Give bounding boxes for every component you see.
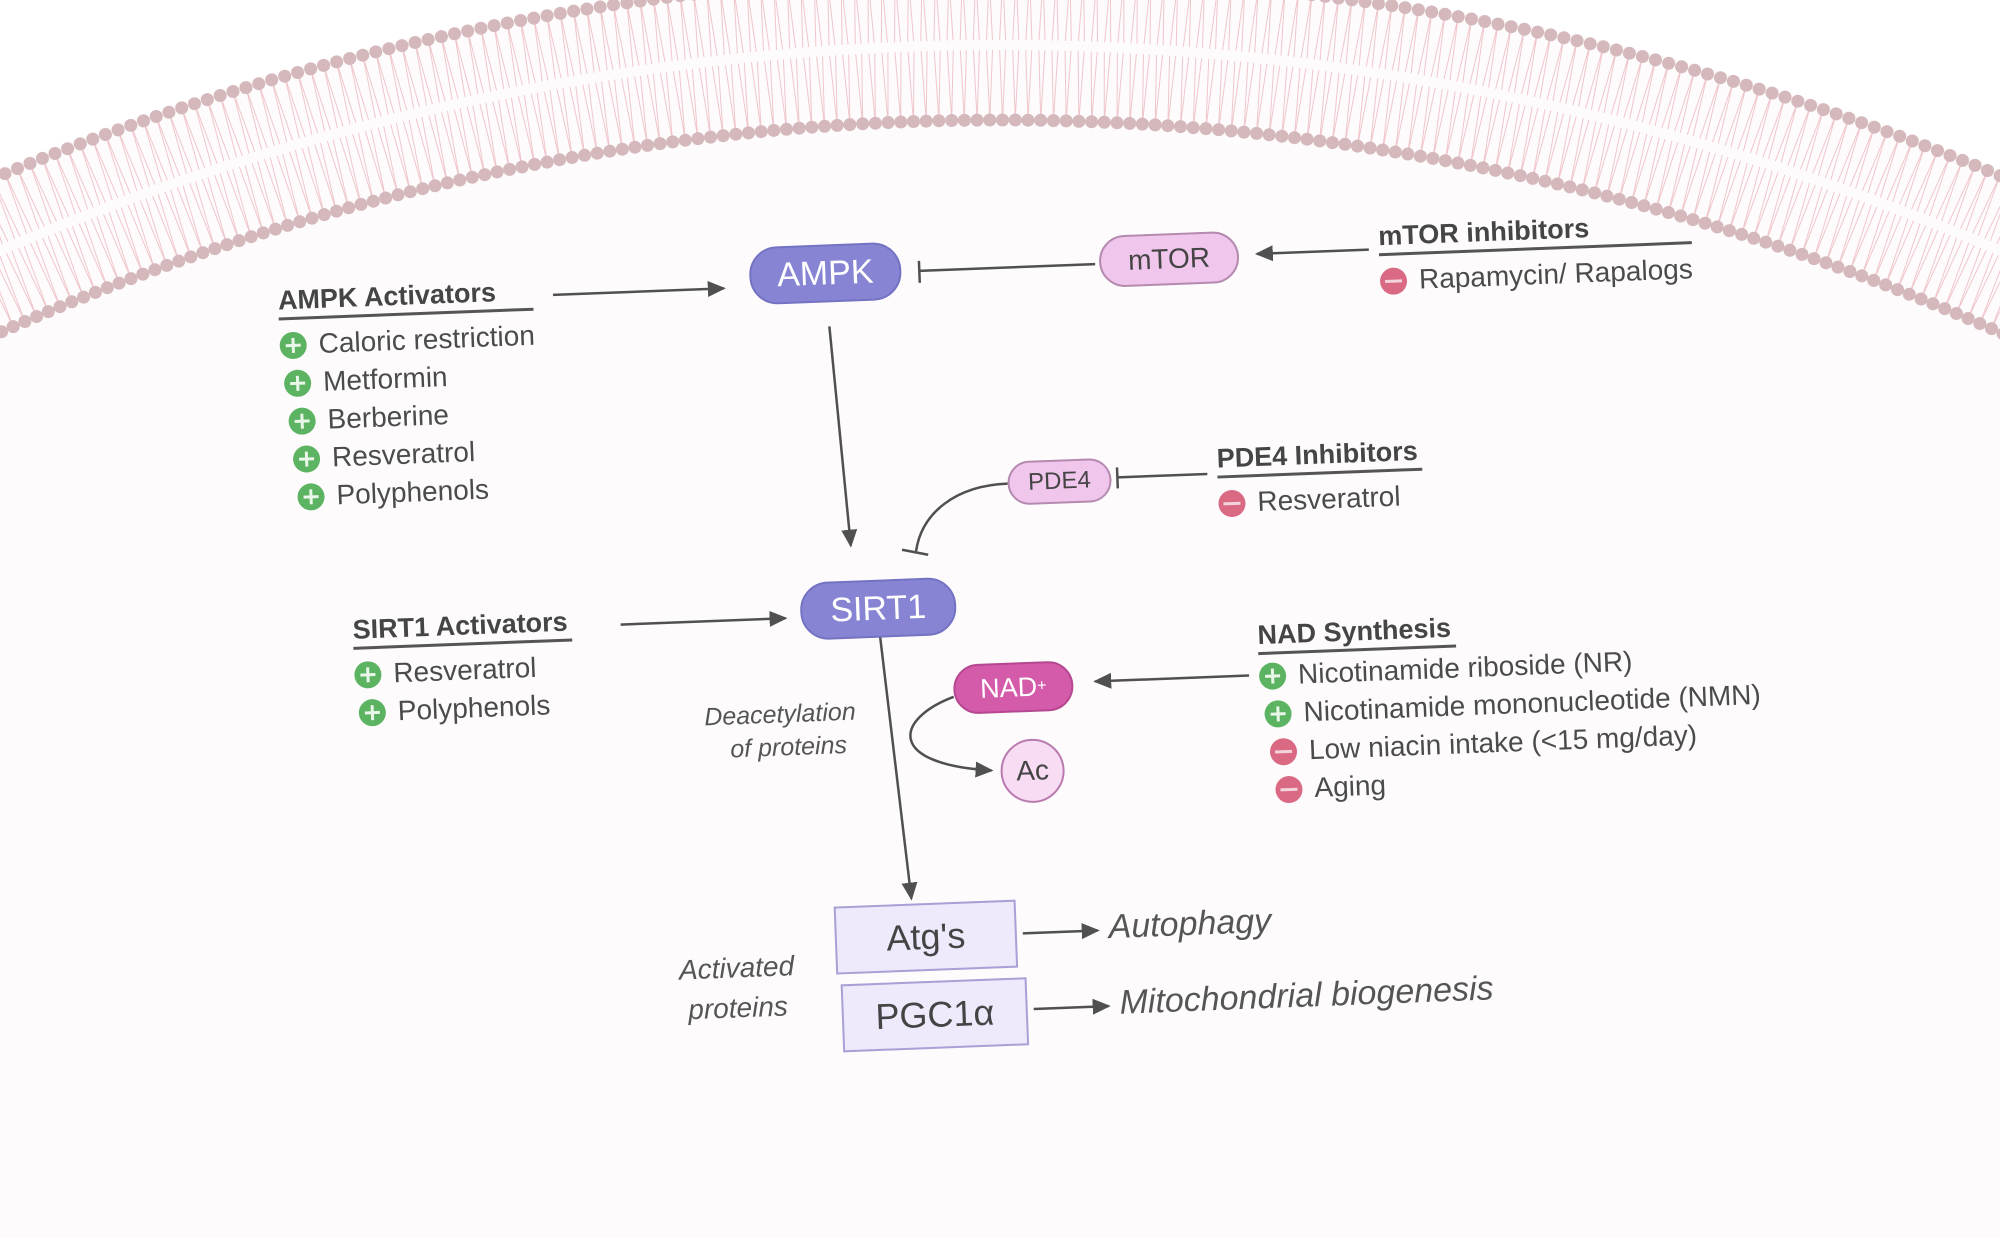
list-item-label: Resveratrol bbox=[1257, 481, 1401, 518]
list-item-label: Berberine bbox=[327, 399, 450, 436]
list-item-label: Metformin bbox=[323, 361, 449, 398]
protein-atg[interactable]: Atg's bbox=[834, 900, 1018, 975]
minus-circle-icon bbox=[1218, 489, 1246, 517]
inhibit-bar-ampk bbox=[919, 261, 920, 283]
minus-circle-icon bbox=[1270, 737, 1298, 765]
node-mtor-label: mTOR bbox=[1127, 242, 1210, 277]
node-ac-label: Ac bbox=[1016, 754, 1050, 787]
plus-circle-icon bbox=[354, 660, 382, 688]
list-item-label: Rapamycin/ Rapalogs bbox=[1418, 253, 1693, 295]
list-item-label: Polyphenols bbox=[397, 689, 551, 727]
group-pde4-inhibitors: PDE4 Inhibitors Resveratrol bbox=[1216, 436, 1424, 523]
lipid-head bbox=[647, 0, 660, 6]
arrow-ampk-to-sirt1 bbox=[829, 326, 850, 546]
plus-circle-icon bbox=[279, 331, 307, 359]
lipid-head bbox=[620, 0, 633, 9]
node-nad-superscript: + bbox=[1037, 677, 1047, 695]
lipid-head bbox=[607, 0, 620, 11]
pde4-inhibitors-title: PDE4 Inhibitors bbox=[1216, 436, 1422, 479]
list-item-label: Resveratrol bbox=[331, 436, 475, 473]
minus-circle-icon bbox=[1380, 267, 1408, 295]
activated-line2: proteins bbox=[680, 986, 797, 1030]
arrow-pgc1a-to-mito bbox=[1034, 1006, 1109, 1009]
plus-circle-icon bbox=[284, 369, 312, 397]
activated-line1: Activated bbox=[678, 946, 795, 990]
group-mtor-inhibitors: mTOR inhibitors Rapamycin/ Rapalogs bbox=[1378, 209, 1694, 300]
node-nad-label: NAD bbox=[980, 671, 1038, 704]
plus-circle-icon bbox=[358, 698, 386, 726]
list-item-label: Aging bbox=[1314, 769, 1387, 804]
node-sirt1[interactable]: SIRT1 bbox=[799, 577, 957, 641]
node-sirt1-label: SIRT1 bbox=[830, 587, 927, 630]
inhibit-mtor-to-ampk bbox=[919, 264, 1095, 271]
outcome-autophagy: Autophagy bbox=[1108, 902, 1272, 947]
minus-circle-icon bbox=[1275, 775, 1303, 803]
deacetylation-label: Deacetylation of proteins bbox=[704, 696, 858, 768]
lipid-head bbox=[687, 0, 700, 1]
plus-circle-icon bbox=[1264, 699, 1292, 727]
lipid-head bbox=[594, 0, 607, 13]
arrow-nad-synthesis-to-nad bbox=[1095, 675, 1249, 681]
nad-synthesis-title: NAD Synthesis bbox=[1257, 613, 1456, 656]
inhibit-bar-pde4 bbox=[1117, 467, 1118, 488]
node-pde4[interactable]: PDE4 bbox=[1007, 458, 1113, 506]
nad-synthesis-list: Nicotinamide riboside (NR)Nicotinamide m… bbox=[1258, 638, 1764, 809]
node-ampk-label: AMPK bbox=[776, 252, 874, 295]
inhibit-pde4-to-sirt1 bbox=[914, 484, 1010, 552]
lipid-head bbox=[1994, 169, 2000, 182]
node-pde4-label: PDE4 bbox=[1028, 466, 1092, 496]
lipid-head bbox=[634, 0, 647, 8]
arrow-mtor-inhibitors-to-mtor bbox=[1257, 250, 1369, 254]
plus-circle-icon bbox=[288, 407, 316, 435]
plus-circle-icon bbox=[297, 482, 325, 510]
arrow-sirt1-to-atg bbox=[879, 626, 911, 900]
arrow-atg-to-autophagy bbox=[1023, 930, 1098, 933]
protein-atg-label: Atg's bbox=[886, 915, 966, 960]
arrow-ampk-activators-to-ampk bbox=[553, 288, 724, 295]
inhibit-pde4-inhibitors-to-pde4 bbox=[1117, 474, 1207, 477]
lipid-head bbox=[660, 0, 673, 4]
group-nad-synthesis: NAD Synthesis Nicotinamide riboside (NR)… bbox=[1257, 601, 1764, 809]
node-mtor[interactable]: mTOR bbox=[1098, 231, 1240, 288]
pde4-inhibitors-list: Resveratrol bbox=[1218, 477, 1424, 523]
protein-pgc1a-label: PGC1α bbox=[875, 992, 995, 1039]
list-item: Resveratrol bbox=[1218, 477, 1424, 523]
plus-circle-icon bbox=[1259, 662, 1287, 690]
arrow-sirt1-activators-to-sirt1 bbox=[621, 618, 786, 624]
list-item-label: Caloric restriction bbox=[318, 320, 535, 360]
activated-proteins-label: Activated proteins bbox=[678, 946, 796, 1030]
list-item-label: Polyphenols bbox=[336, 474, 490, 512]
lipid-head bbox=[580, 3, 593, 16]
deacetylation-line2: of proteins bbox=[705, 729, 858, 768]
list-item-label: Resveratrol bbox=[393, 652, 537, 689]
lipid-head bbox=[674, 0, 687, 2]
protein-pgc1a[interactable]: PGC1α bbox=[841, 977, 1029, 1052]
sirt1-activators-title: SIRT1 Activators bbox=[352, 606, 572, 649]
plus-circle-icon bbox=[293, 445, 321, 473]
node-ampk[interactable]: AMPK bbox=[748, 242, 902, 306]
node-nad[interactable]: NAD+ bbox=[952, 660, 1074, 715]
